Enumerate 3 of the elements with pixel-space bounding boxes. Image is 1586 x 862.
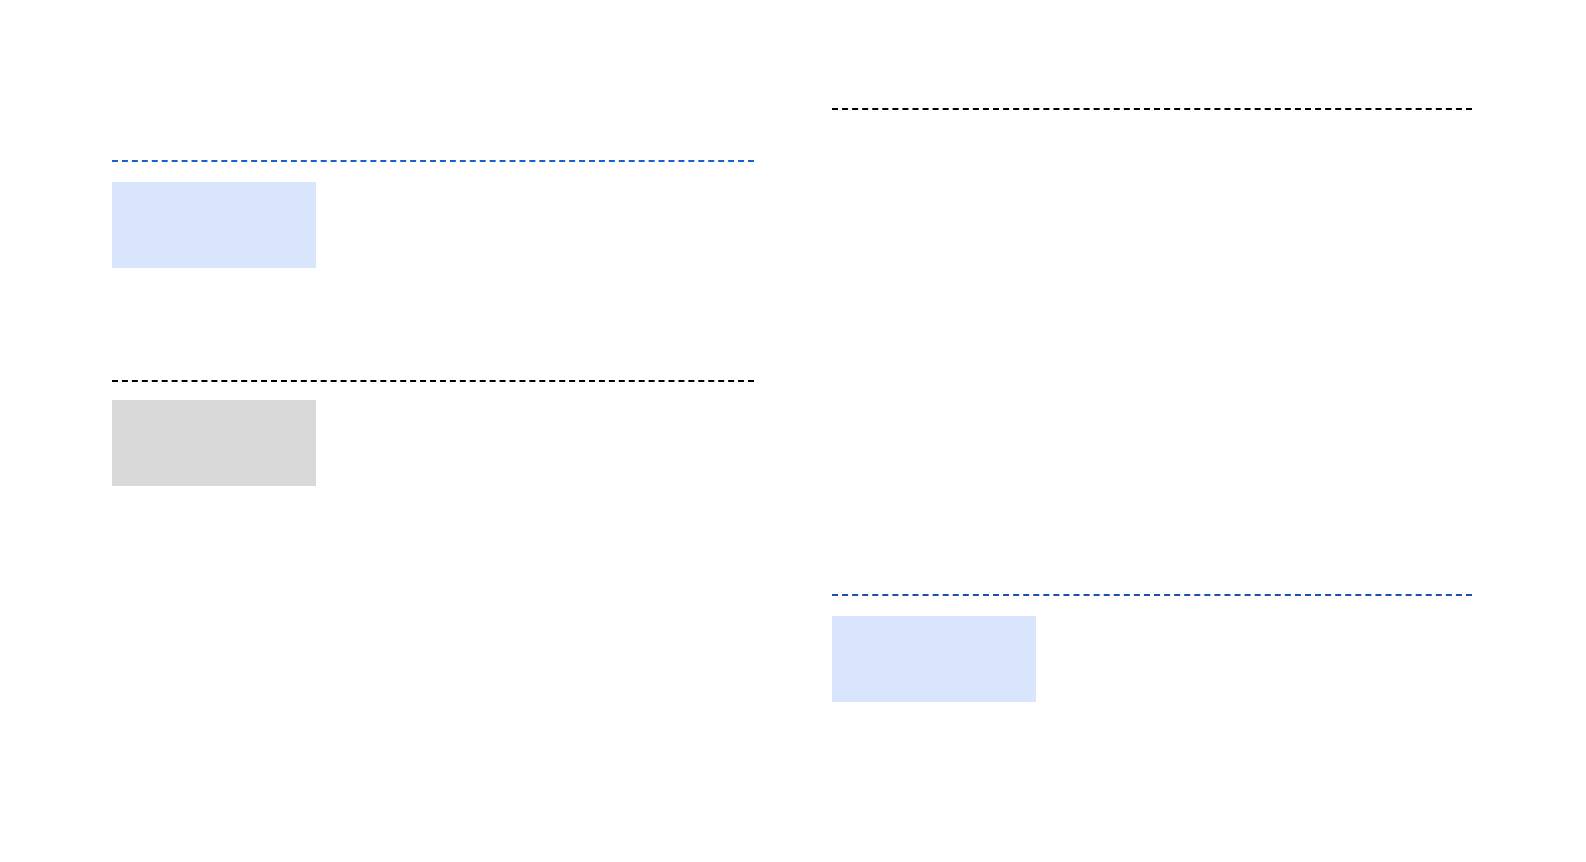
shaded-block bbox=[832, 616, 1036, 702]
shaded-block bbox=[112, 182, 316, 268]
shaded-block bbox=[112, 400, 316, 486]
